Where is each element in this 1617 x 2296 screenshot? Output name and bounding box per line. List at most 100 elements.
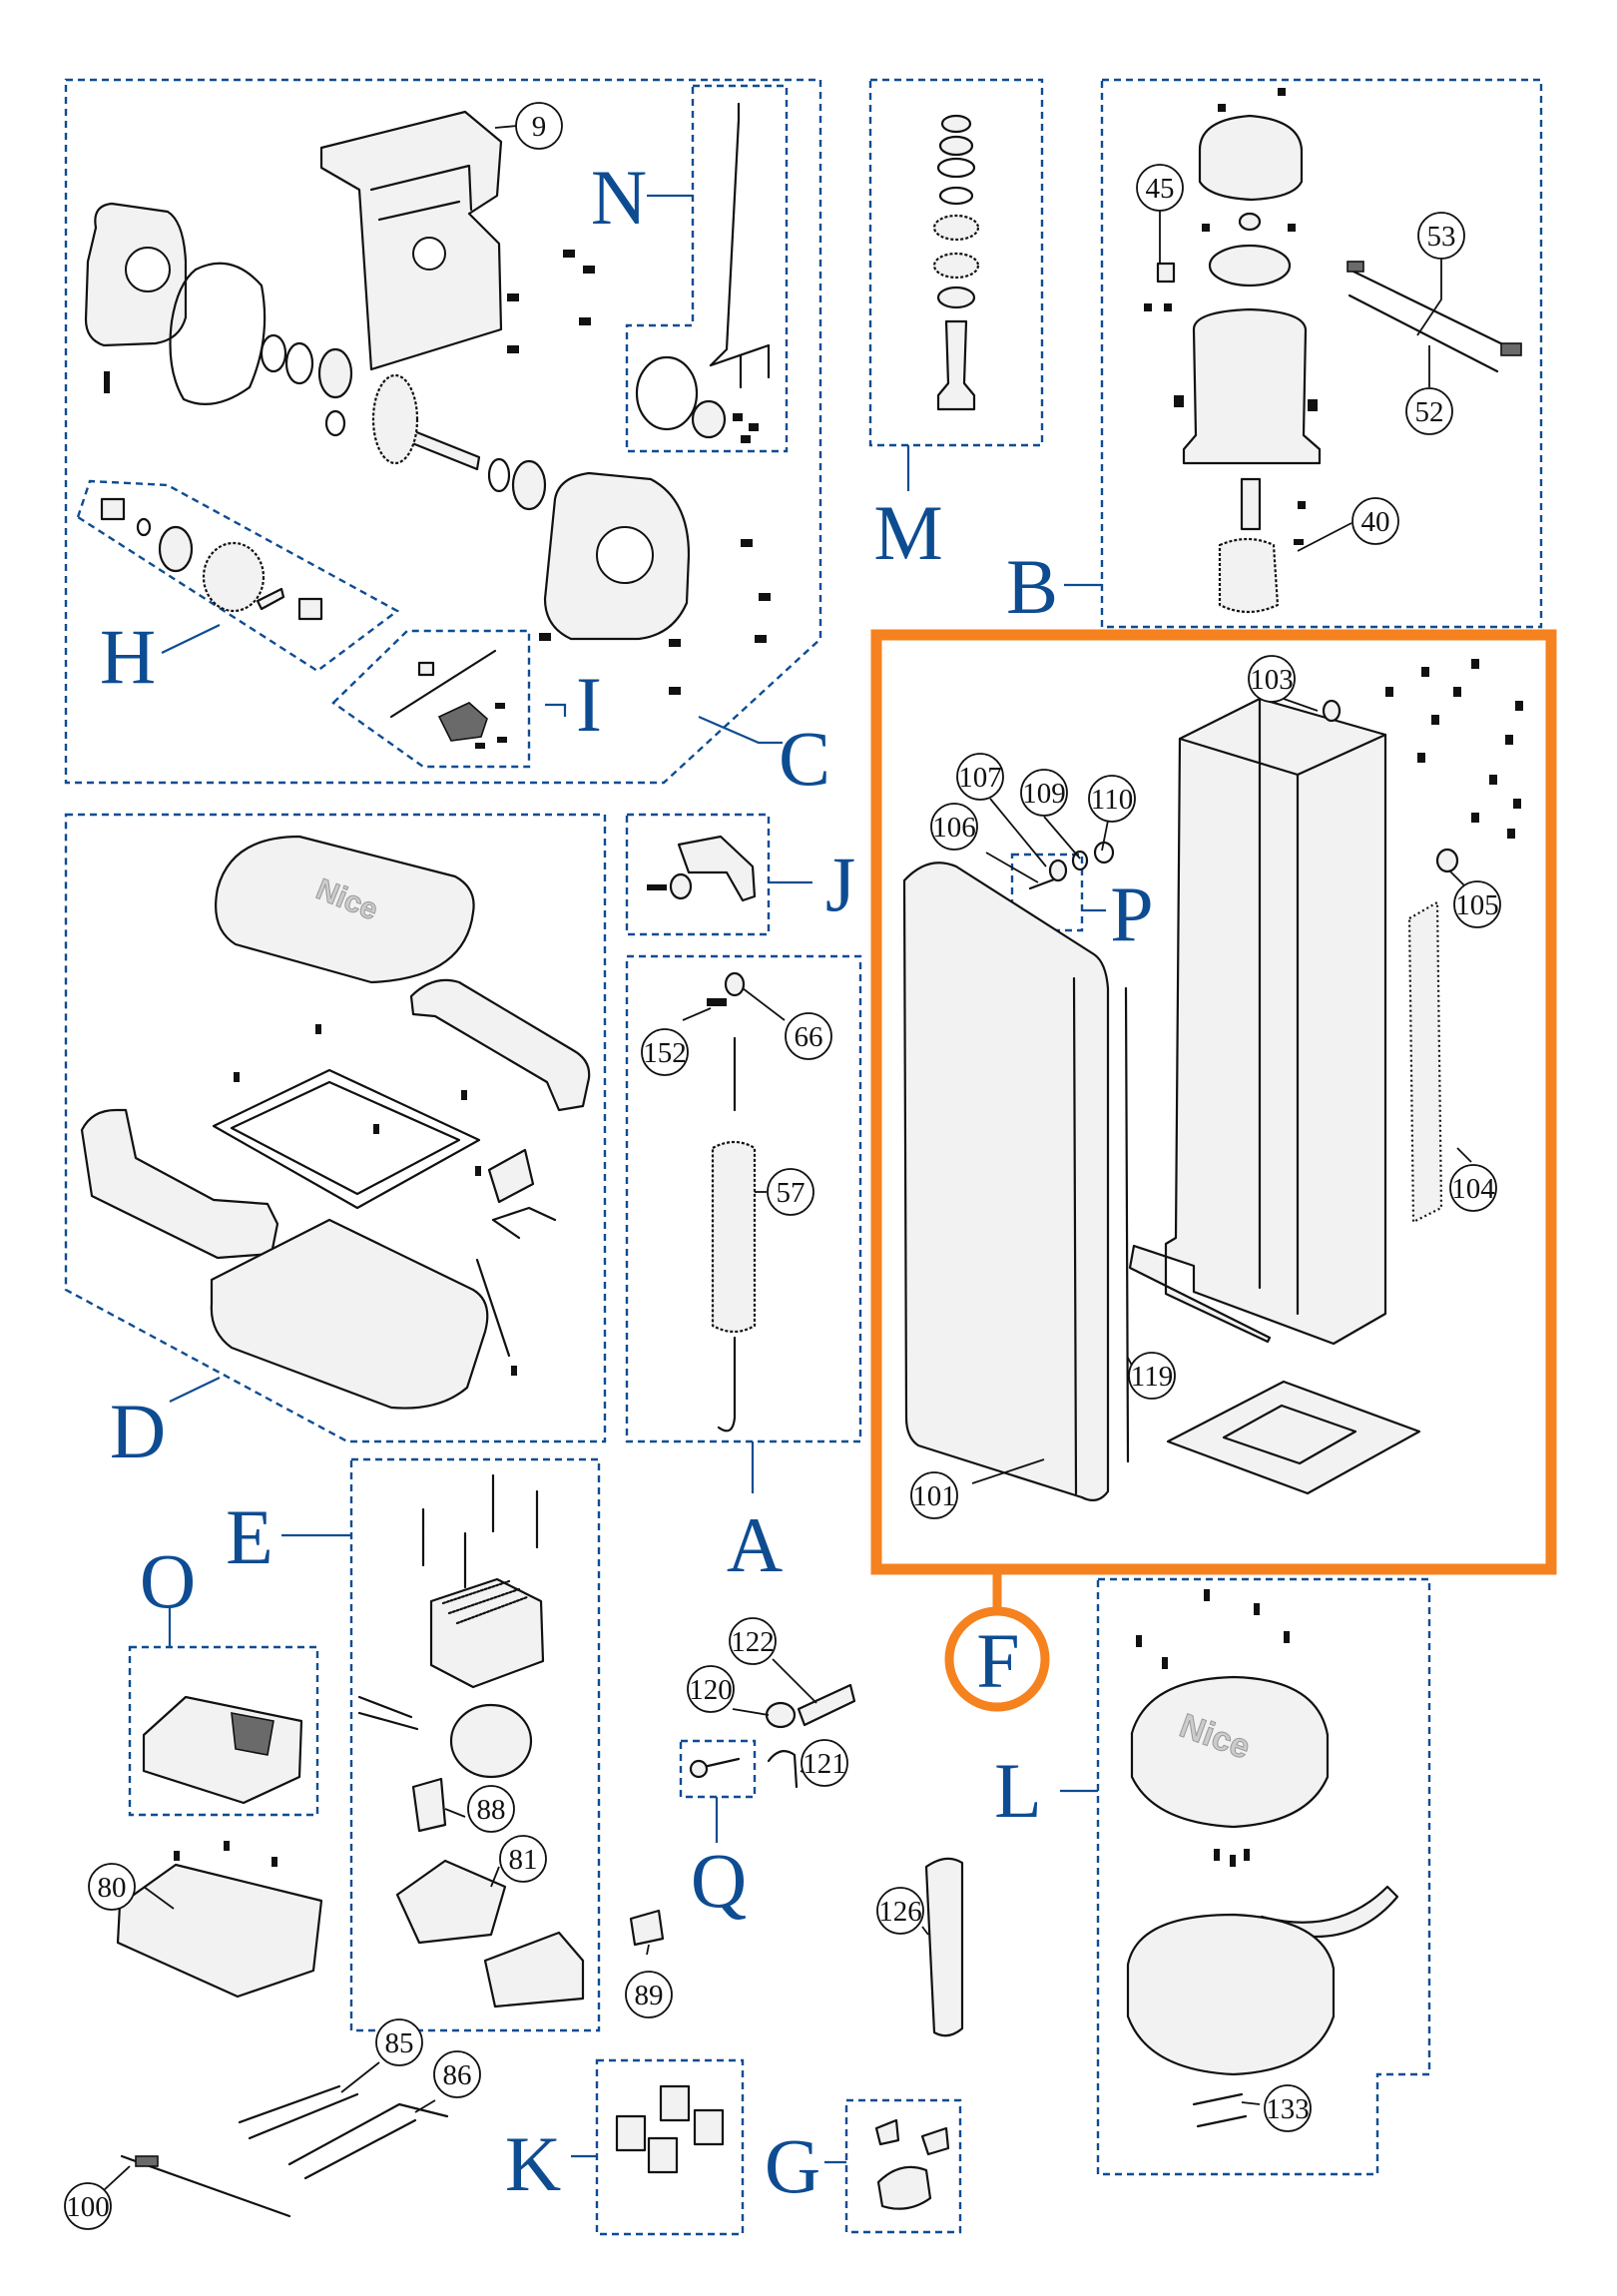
group-letter-F: F: [976, 1617, 1019, 1704]
gear-small: [158, 525, 194, 573]
callout-122: 122: [731, 1626, 775, 1658]
callout-66: 66: [795, 1021, 823, 1053]
cover-bore: [125, 247, 171, 292]
callout-100: 100: [66, 2191, 110, 2223]
parts-group-Q: [689, 1683, 856, 1789]
group-boundaries: [64, 78, 1543, 2236]
Q-key-head: [689, 1759, 709, 1779]
F-ring-107: [1048, 859, 1068, 882]
F-front-cover: [902, 861, 1110, 1502]
trip-rod: [389, 649, 497, 719]
parts-group-B: [1144, 88, 1522, 614]
parts-group-F: [902, 659, 1523, 1502]
screws-80: [174, 1841, 277, 1867]
parts-group-C: [84, 110, 771, 695]
callout-40: 40: [1361, 506, 1390, 538]
A-eye-66: [724, 971, 746, 997]
boundary-B: [1100, 78, 1543, 629]
callout-103: 103: [1250, 664, 1294, 696]
frame-plate-detail: [369, 164, 473, 222]
cable-85: [238, 2084, 359, 2140]
boundary-D: [64, 813, 607, 1443]
F-base-plate: [1166, 1380, 1421, 1495]
callout-104: 104: [1451, 1173, 1495, 1205]
bearing-1: [317, 347, 353, 399]
M-bearing: [936, 286, 976, 309]
M-cap: [940, 114, 972, 134]
D-wire: [475, 1258, 511, 1358]
parts-group-I: [389, 649, 507, 749]
boundary-F-highlight: [870, 629, 1557, 1575]
part-126-profile: [924, 1857, 964, 2037]
group-letter-J: J: [825, 841, 855, 927]
parts-misc: [629, 1857, 964, 2037]
boundary-K: [595, 2058, 745, 2236]
F-highlight-ring: [944, 1606, 1050, 1712]
part-80-baseplate: [116, 1863, 323, 1999]
parts-group-O: [142, 1695, 303, 1805]
callout-9: 9: [532, 111, 547, 143]
callout-81: 81: [509, 1844, 538, 1876]
encoder-sleeve: [691, 399, 727, 439]
Q-cylinder-120: [765, 1701, 797, 1729]
E-wires: [357, 1695, 419, 1731]
G-clip: [874, 2118, 900, 2146]
leader-D: [169, 1377, 221, 1403]
L-base: [1126, 1913, 1336, 2076]
callout-52: 52: [1415, 396, 1444, 428]
wire-rod: [709, 102, 741, 367]
group-letter-M: M: [873, 489, 942, 576]
main-shaft: [405, 427, 481, 471]
B-cable-53: [1348, 268, 1519, 373]
encoder-disc: [635, 355, 699, 431]
callout-119: 119: [1131, 1361, 1173, 1393]
A-hook: [717, 1336, 737, 1433]
E-pins: [421, 1473, 539, 1589]
housing-bore: [596, 526, 654, 584]
parts-group-D: Nice: [80, 835, 591, 1410]
B-spring-40: [1218, 537, 1280, 614]
callout-80: 80: [98, 1872, 127, 1904]
parts-group-H: [100, 497, 323, 621]
F-cabinet-body: [1128, 697, 1387, 1346]
D-bracket: [487, 1148, 535, 1204]
callout-86: 86: [443, 2059, 472, 2091]
boundary-Q: [679, 1739, 757, 1799]
B-sensor-45: [1156, 262, 1176, 284]
encoder-parts: [733, 413, 759, 443]
callout-89: 89: [635, 1980, 664, 2011]
F-side-strip: [1407, 900, 1443, 1224]
frame-plate: [319, 110, 503, 371]
A-spring-57: [711, 1140, 757, 1334]
leader-I: [545, 703, 567, 717]
M-cam-2: [932, 252, 980, 280]
B-cable-connector-1: [1347, 261, 1364, 273]
trip-block: [417, 661, 435, 677]
circlip-1: [324, 409, 346, 437]
parts-group-M: [932, 114, 980, 411]
D-seal-strip-right: [409, 978, 591, 1112]
O-board-heatsink: [231, 1712, 274, 1756]
group-letter-E: E: [226, 1493, 273, 1580]
callout-88: 88: [477, 1794, 506, 1826]
F-base-plate-window: [1222, 1404, 1357, 1465]
J-lever: [677, 835, 757, 902]
B-cap: [1198, 114, 1304, 202]
boundary-M: [868, 78, 1044, 447]
parts-group-G: [874, 2118, 950, 2210]
M-cam-1: [932, 214, 980, 242]
B-motor: [1182, 307, 1322, 465]
O-control-board: [142, 1695, 303, 1805]
group-letters: A B C D E F G H I J K L M N O P Q: [100, 154, 1154, 2209]
bracket-plate-H: [100, 497, 126, 521]
K-module-2: [659, 2084, 691, 2122]
F-cabinet-edge: [1178, 697, 1387, 1316]
E-heatsink-fins: [441, 1579, 529, 1625]
boundary-E: [349, 1457, 601, 2032]
G-cap: [876, 2165, 932, 2210]
E-housing-81: [395, 1859, 507, 1945]
callout-107: 107: [958, 762, 1002, 794]
seal-ring-1: [260, 333, 287, 373]
D-top-cover: [215, 835, 475, 984]
boundary-G: [844, 2098, 962, 2234]
